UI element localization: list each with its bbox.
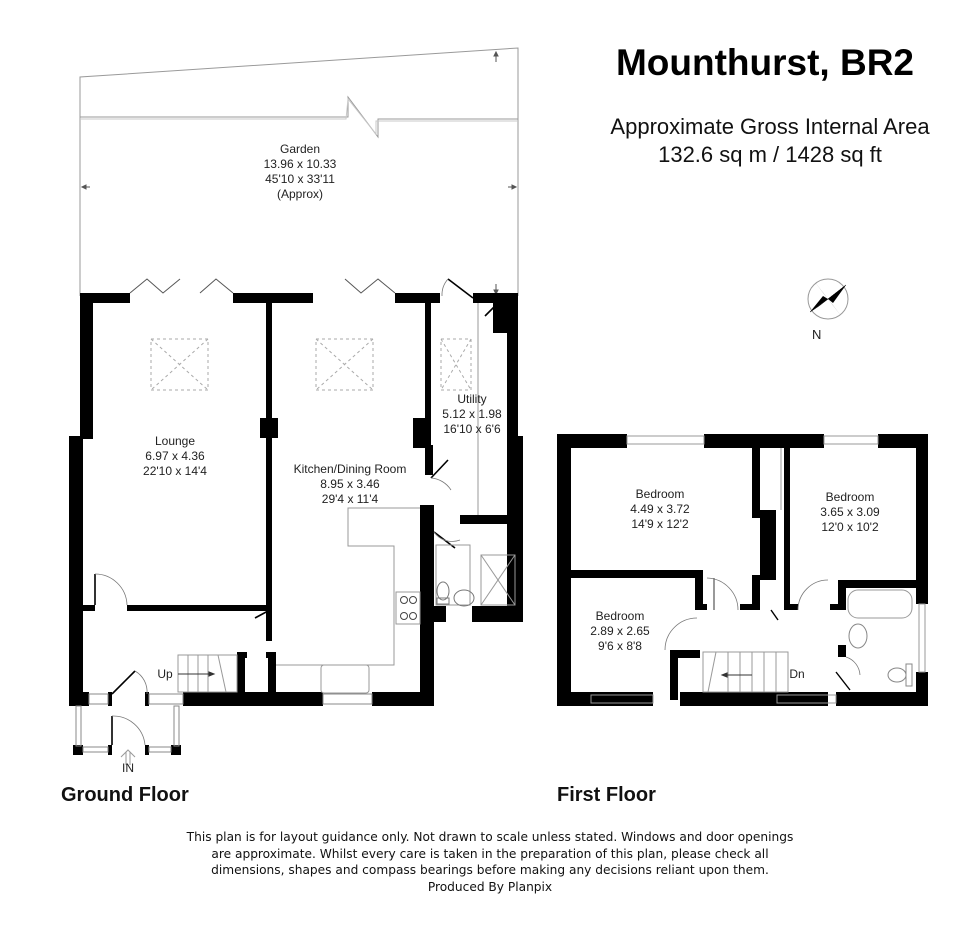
- room-metric: 6.97 x 4.36: [145, 449, 205, 463]
- room-imperial: 29'4 x 11'4: [321, 492, 379, 506]
- compass-north-label: N: [812, 327, 822, 342]
- gross-internal-area: Approximate Gross Internal Area 132.6 sq…: [560, 113, 980, 169]
- room-metric: 13.96 x 10.33: [263, 157, 337, 171]
- room-imperial: 45'10 x 33'11: [265, 172, 335, 186]
- disclaimer-line: This plan is for layout guidance only. N…: [186, 830, 794, 844]
- room-imperial: 16'10 x 6'6: [443, 422, 501, 436]
- first-floor-walls: [557, 434, 928, 706]
- stairs-up-label: Up: [157, 667, 173, 681]
- ground-floor-walls: [69, 293, 523, 755]
- room-label-bedroom-3: Bedroom 2.89 x 2.65 9'6 x 8'8: [570, 609, 670, 654]
- ground-floor-label: Ground Floor: [61, 784, 189, 806]
- room-name: Utility: [457, 392, 487, 406]
- room-imperial: 22'10 x 14'4: [143, 464, 207, 478]
- hob-icon: [400, 596, 417, 620]
- area-heading: Approximate Gross Internal Area: [610, 114, 930, 139]
- garden-dimension-arrows: [80, 50, 518, 296]
- property-title: Mounthurst, BR2: [615, 42, 915, 83]
- room-metric: 4.49 x 3.72: [630, 502, 690, 516]
- compass-rose-icon: [807, 278, 849, 320]
- disclaimer-line: are approximate. Whilst every care is ta…: [211, 846, 769, 861]
- door-swings: [94, 278, 461, 746]
- first-floor-windows: [590, 435, 926, 704]
- stairs-down-label: Dn: [789, 667, 805, 681]
- first-floor-doors: [713, 578, 851, 691]
- room-label-kitchen-dining: Kitchen/Dining Room 8.95 x 3.46 29'4 x 1…: [280, 462, 420, 507]
- first-floor-stairs: [702, 651, 789, 693]
- down-arrow-icon: [720, 672, 752, 678]
- disclaimer: This plan is for layout guidance only. N…: [170, 829, 810, 895]
- room-imperial: 12'0 x 10'2: [821, 520, 879, 534]
- room-name: Bedroom: [825, 490, 875, 504]
- room-note: (Approx): [276, 187, 323, 201]
- room-imperial: 14'9 x 12'2: [631, 517, 689, 531]
- first-floor-label: First Floor: [557, 784, 656, 806]
- room-name: Bedroom: [635, 487, 685, 501]
- room-name: Garden: [279, 142, 321, 156]
- kitchen-worktop: [276, 303, 479, 694]
- room-imperial: 9'6 x 8'8: [598, 639, 642, 653]
- room-name: Bedroom: [595, 609, 645, 623]
- area-value: 132.6 sq m / 1428 sq ft: [658, 142, 882, 167]
- room-metric: 8.95 x 3.46: [320, 477, 380, 491]
- bath-icon: [847, 589, 913, 619]
- disclaimer-line: dimensions, shapes and compass bearings …: [211, 863, 769, 877]
- skylights: [150, 338, 472, 391]
- basin-and-wc-icon: [848, 623, 913, 687]
- entrance-arrow-icon: [120, 749, 136, 765]
- first-floor-door-swings: [664, 577, 861, 676]
- bifold-doors: [129, 278, 396, 294]
- room-label-utility: Utility 5.12 x 1.98 16'10 x 6'6: [432, 392, 512, 437]
- porch-windows: [75, 693, 373, 753]
- room-name: Kitchen/Dining Room: [293, 462, 407, 476]
- room-label-garden: Garden 13.96 x 10.33 45'10 x 33'11 (Appr…: [230, 142, 370, 202]
- room-metric: 3.65 x 3.09: [820, 505, 880, 519]
- room-metric: 5.12 x 1.98: [442, 407, 502, 421]
- room-label-bedroom-2: Bedroom 3.65 x 3.09 12'0 x 10'2: [800, 490, 900, 535]
- entrance-label: IN: [122, 761, 134, 775]
- garden-outline: [79, 47, 519, 296]
- room-label-bedroom-1: Bedroom 4.49 x 3.72 14'9 x 12'2: [610, 487, 710, 532]
- producer-credit: Produced By Planpix: [427, 879, 553, 894]
- room-metric: 2.89 x 2.65: [590, 624, 650, 638]
- wc-and-basin-icon: [436, 581, 475, 607]
- shower-tray-icon: [480, 554, 516, 606]
- up-arrow-icon: [178, 671, 216, 677]
- room-label-lounge: Lounge 6.97 x 4.36 22'10 x 14'4: [110, 434, 240, 479]
- room-name: Lounge: [154, 434, 196, 448]
